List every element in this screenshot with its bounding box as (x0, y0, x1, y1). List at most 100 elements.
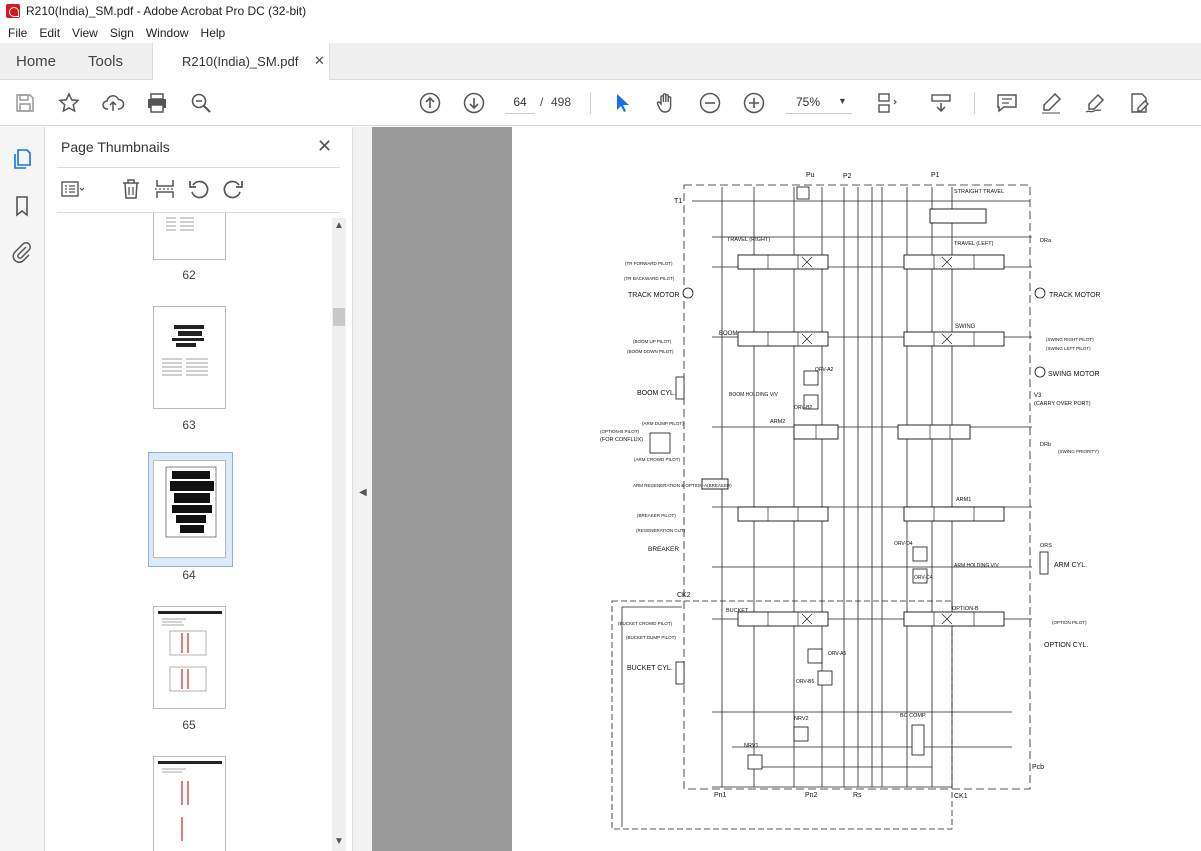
rotate-clockwise-icon[interactable] (221, 177, 245, 201)
label-bucket-crowd: (BUCKET CROWD PILOT) (618, 621, 673, 626)
window-title: R210(India)_SM.pdf - Adobe Acrobat Pro D… (26, 4, 307, 18)
label-ck2: CK2 (677, 592, 691, 599)
label-arm1: ARM1 (956, 497, 971, 503)
zoom-dropdown[interactable]: 75% ▼ (786, 90, 852, 114)
toolbar-divider (590, 92, 591, 114)
panel-collapse-toggle[interactable]: ◀ (352, 127, 372, 851)
rotate-counterclockwise-icon[interactable] (187, 177, 211, 201)
left-rail (0, 127, 45, 851)
scroll-mode-icon[interactable] (929, 91, 953, 115)
star-bookmark-icon[interactable] (57, 91, 81, 115)
thumbnail-label: 64 (182, 568, 196, 582)
hydraulic-schematic: Pu P2 P1 T1 STRAIGHT TRAVEL TRAVEL (RIGH… (600, 172, 1101, 830)
close-tab-icon[interactable]: ✕ (314, 53, 325, 68)
label-orv-d4: ORV-D4 (894, 541, 913, 547)
zoom-value: 75% (796, 95, 821, 109)
fit-page-icon[interactable] (874, 91, 898, 115)
menu-view[interactable]: View (72, 25, 98, 40)
label-breaker: BREAKER (648, 546, 679, 553)
label-ors: ORS (1040, 543, 1052, 549)
attachment-paperclip-icon[interactable] (10, 240, 34, 264)
label-swing-right: (SWING RIGHT PILOT) (1046, 337, 1094, 342)
label-bucket-dump: (BUCKET DUMP PILOT) (626, 635, 676, 640)
label-rs: Rs (853, 792, 862, 799)
thumbnail-label: 62 (182, 268, 196, 282)
hand-tool-icon[interactable] (654, 91, 678, 115)
page-thumbnails-icon[interactable] (10, 147, 34, 171)
thumbnail-page-64[interactable] (153, 460, 226, 558)
label-boom: BOOM (719, 331, 737, 337)
print-icon[interactable] (145, 91, 169, 115)
page-number-input[interactable] (505, 90, 535, 114)
next-page-icon[interactable] (462, 91, 486, 115)
tab-document-label: R210(India)_SM.pdf (182, 54, 299, 69)
draw-sign-icon[interactable] (1083, 91, 1107, 115)
label-arm-regen: ARM REGENERATION & OPTION-A(BREAKER) (633, 483, 732, 488)
toolbar: / 498 75% ▼ (0, 80, 1201, 126)
highlight-pen-icon[interactable] (1039, 91, 1063, 115)
thumbnail-page-66[interactable] (153, 756, 226, 851)
label-swing-motor: SWING MOTOR (1048, 371, 1100, 378)
menu-bar: File Edit View Sign Window Help (0, 22, 1201, 43)
thumbnail-page-63[interactable] (153, 306, 226, 409)
label-boom-up: (BOOM UP PILOT) (633, 339, 672, 344)
zoom-search-icon[interactable] (189, 91, 213, 115)
label-pn2: Pn2 (805, 792, 818, 799)
page-separator: / (540, 95, 544, 109)
label-option-cyl: OPTION CYL. (1044, 642, 1088, 649)
menu-file[interactable]: File (8, 25, 28, 40)
menu-help[interactable]: Help (200, 25, 226, 40)
menu-window[interactable]: Window (145, 25, 189, 40)
close-panel-icon[interactable]: ✕ (317, 136, 333, 156)
label-boom-down: (BOOM DOWN PILOT) (627, 349, 674, 354)
zoom-out-icon[interactable] (698, 91, 722, 115)
label-orv-b5: ORV-B5 (796, 679, 814, 685)
tab-bar: Home Tools R210(India)_SM.pdf ✕ (0, 43, 1201, 80)
label-bucket-cyl: BUCKET CYL. (627, 665, 673, 672)
label-orv-b2: ORV-B2 (794, 405, 812, 411)
label-nrv2: NRV2 (794, 716, 809, 722)
tab-home[interactable]: Home (16, 53, 57, 70)
tab-tools[interactable]: Tools (88, 53, 124, 70)
label-arm-holding: ARM HOLDING V/V (954, 563, 999, 569)
upload-cloud-icon[interactable] (101, 91, 125, 115)
chevron-down-icon[interactable]: ▼ (334, 836, 344, 847)
thumbnail-page-65[interactable] (153, 606, 226, 709)
label-tr-forward: (TR FORWARD PILOT) (625, 261, 673, 266)
thumbnail-page-62[interactable] (153, 213, 226, 260)
save-icon[interactable] (13, 91, 37, 115)
label-for-conflux: (FOR CONFLUX) (600, 437, 643, 443)
select-cursor-icon[interactable] (610, 91, 634, 115)
scrollbar-thumb[interactable] (333, 308, 345, 326)
label-track-motor-left: TRACK MOTOR (628, 292, 680, 299)
menu-sign[interactable]: Sign (109, 25, 134, 40)
thumbnail-scrollbar[interactable]: ▲ ▼ (332, 218, 346, 851)
label-travel-right: TRAVEL (RIGHT) (727, 237, 770, 243)
bookmark-icon[interactable] (10, 194, 34, 218)
chevron-up-icon[interactable]: ▲ (334, 220, 344, 231)
collapse-left-icon: ◀ (359, 487, 367, 498)
label-pu: Pu (806, 172, 815, 179)
thumbnail-label: 63 (182, 418, 196, 432)
label-nrv1: NRV1 (744, 743, 759, 749)
edit-pdf-icon[interactable] (1127, 91, 1151, 115)
previous-page-icon[interactable] (418, 91, 442, 115)
delete-trash-icon[interactable] (119, 177, 143, 201)
thumbnails-panel: Page Thumbnails ✕ 62 63 64 (45, 127, 352, 851)
label-pcb: Pcb (1032, 764, 1044, 771)
divider (57, 212, 340, 213)
label-travel-left: TRAVEL (LEFT) (954, 241, 994, 247)
label-p2: P2 (843, 173, 852, 180)
extract-pages-icon[interactable] (153, 177, 177, 201)
menu-edit[interactable]: Edit (39, 25, 61, 40)
label-ck1: CK1 (954, 793, 968, 800)
zoom-in-icon[interactable] (742, 91, 766, 115)
document-canvas[interactable]: Pu P2 P1 T1 STRAIGHT TRAVEL TRAVEL (RIGH… (372, 127, 1201, 851)
comment-icon[interactable] (995, 91, 1019, 115)
thumbnail-list: 62 63 64 65 (45, 213, 345, 851)
label-orv-a2: ORV-A2 (815, 367, 833, 373)
label-swing-left: (SWING LEFT PILOT) (1046, 346, 1091, 351)
tab-document[interactable]: R210(India)_SM.pdf ✕ (152, 43, 330, 80)
label-regen-cut: (REGENERATION CUT) (636, 528, 686, 533)
options-menu-icon[interactable] (60, 177, 85, 201)
